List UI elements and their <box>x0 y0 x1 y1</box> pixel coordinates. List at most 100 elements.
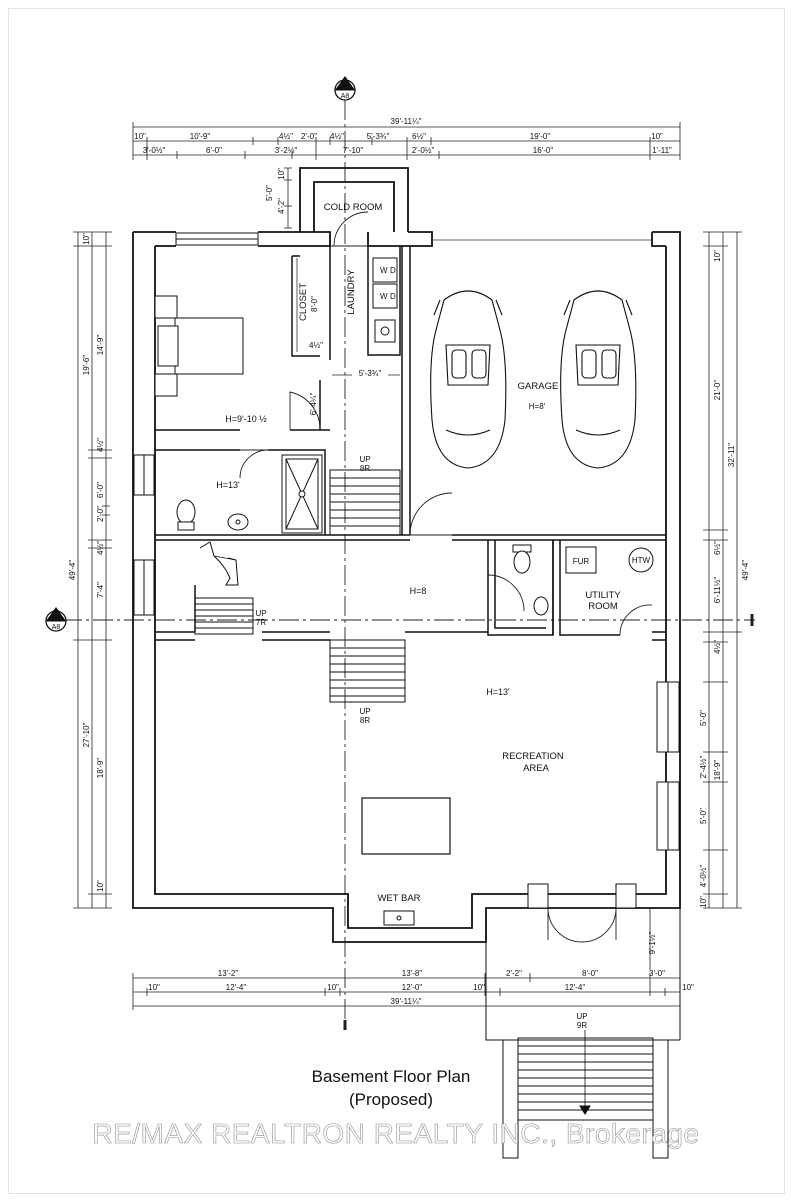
stairs-central <box>329 639 406 703</box>
mechanical-equipment <box>565 546 654 574</box>
label-stair-left-up: UP <box>255 609 266 618</box>
label-bedroom-height: H=9'-10 ½ <box>225 414 267 424</box>
dim-top-r2-7: 1'-11" <box>652 146 672 155</box>
dim-top-overall: 39'-11¼" <box>391 117 422 126</box>
garage-car-right <box>560 290 637 469</box>
dim-top-r2-5: 2'-0½" <box>412 146 435 155</box>
label-stair-left-risers: 7R <box>256 618 266 627</box>
label-recreation-2: AREA <box>523 763 550 774</box>
dim-right-outer-1: 10" <box>713 250 722 262</box>
dim-bot-r2-7: 10" <box>682 983 694 992</box>
dim-bot-r2-2: 12'-4" <box>226 983 247 992</box>
dimension-lines <box>73 122 742 1010</box>
dim-top-r1-8: 19'-0" <box>530 132 551 141</box>
label-laundry-d1: D <box>390 266 396 275</box>
dim-right-inner-8: 4'-0½" <box>699 865 708 888</box>
label-stair-upper-up: UP <box>359 455 370 464</box>
label-furnace: FUR <box>573 557 590 566</box>
label-hall-height: H=8 <box>410 586 427 596</box>
dim-left-inner-3: 6'-0" <box>96 482 105 498</box>
dim-bot-overall: 39'-11¼" <box>391 997 422 1006</box>
dim-hall-width: 5'-3¾" <box>359 369 382 378</box>
label-stair-exterior-up: UP <box>576 1012 587 1021</box>
dim-cold-room-b: 4'-2" <box>277 198 286 214</box>
bed <box>154 295 244 397</box>
dim-right-inner-6: 2'-4½" <box>699 756 708 779</box>
label-closet: CLOSET <box>298 283 309 321</box>
label-laundry: LAUNDRY <box>346 269 357 315</box>
dim-right-inner-4: 4½" <box>713 640 722 654</box>
rec-door-posts <box>527 883 637 909</box>
dim-left-inner-7: 18'-9" <box>96 758 105 779</box>
label-rec-height: H=13' <box>486 687 510 697</box>
label-utility-2: ROOM <box>588 601 618 612</box>
dim-left-outer-4: 27'-10" <box>82 722 91 747</box>
dim-top-r2-6: 16'-0" <box>533 146 554 155</box>
stairs-exterior <box>485 908 681 1159</box>
label-garage: GARAGE <box>518 381 559 392</box>
dim-bot-r2-3: 10" <box>327 983 339 992</box>
label-garage-height: H=8' <box>529 402 546 411</box>
label-laundry-w2: W <box>380 292 388 301</box>
garage-car-left <box>430 290 507 469</box>
plan-subtitle: (Proposed) <box>349 1090 433 1109</box>
dim-bot-r2-5: 10" <box>473 983 485 992</box>
dim-top-r2-3: 3'-2½" <box>275 146 298 155</box>
section-marker-top: 2 A8 <box>334 76 356 101</box>
dim-left-inner-2: 4½" <box>96 438 105 452</box>
dim-left-outer-1: 10" <box>82 233 91 245</box>
label-utility-1: UTILITY <box>585 590 621 601</box>
dim-top-r1-4: 2'-0" <box>301 132 317 141</box>
label-laundry-d2: D <box>390 292 396 301</box>
label-stair-exterior-risers: 9R <box>577 1021 587 1030</box>
wet-bar-sink <box>383 910 415 926</box>
dim-top-r1-3: 4½" <box>279 132 293 141</box>
dim-top-r2-2: 6'-0" <box>206 146 222 155</box>
powder-room-fixtures <box>512 544 549 616</box>
section-marker-top-sheet: A8 <box>341 93 350 100</box>
label-stair-central-risers: 8R <box>360 716 370 725</box>
label-hwt: HTW <box>632 556 651 565</box>
label-laundry-w1: W <box>380 266 388 275</box>
dim-right-inner-3: 6'-11½" <box>713 577 722 604</box>
dim-bot-r2-4: 12'-0" <box>402 983 423 992</box>
dim-top-r1-1: 10" <box>134 132 146 141</box>
dim-bot-r1-4: 8'-0" <box>582 969 598 978</box>
dim-right-inner-9: 10" <box>699 896 708 908</box>
brokerage-watermark: RE/MAX REALTRON REALTY INC., Brokerage <box>92 1118 699 1149</box>
interior-walls <box>155 246 666 641</box>
label-cold-room: COLD ROOM <box>324 202 383 213</box>
section-marker-left-num: 1 <box>54 612 59 621</box>
washer-dryer <box>372 257 398 343</box>
dim-top-r1-5: 4½" <box>330 132 344 141</box>
island <box>361 797 451 855</box>
dim-bot-r1-1: 13'-2" <box>218 969 239 978</box>
dim-top-r2-1: 3'-0½" <box>143 146 166 155</box>
section-marker-left-sheet: A8 <box>52 624 61 631</box>
dim-top-r1-7: 6½" <box>412 132 426 141</box>
dim-closet-depth: 4½" <box>309 341 323 350</box>
dim-left-inner-8: 10" <box>96 880 105 892</box>
dim-cold-room-a: 5'-0" <box>265 185 274 201</box>
label-stair-central-up: UP <box>359 707 370 716</box>
dim-bot-r1-2: 13'-8" <box>402 969 423 978</box>
right-dimension-texts: 10" 32'-11" 49'-4" 18'-9" 21'-0" 6½" 6'-… <box>699 250 750 908</box>
dim-left-inner-5: 4½" <box>96 541 105 555</box>
dim-top-r1-6: 5'-3¾" <box>367 132 390 141</box>
dim-porch: 9'-1½" <box>648 932 657 955</box>
doors <box>239 211 653 943</box>
plan-title: Basement Floor Plan <box>312 1067 471 1086</box>
dim-top-r2-4: 7'-10" <box>343 146 364 155</box>
dim-left-outer-2: 19'-6" <box>82 355 91 376</box>
dim-right-inner-1: 21'-0" <box>713 380 722 401</box>
dim-left-inner-6: 7'-4" <box>96 582 105 598</box>
dim-right-outer-4: 18'-9" <box>713 760 722 781</box>
label-bath-height: H=13' <box>216 480 240 490</box>
dim-right-inner-7: 5'-0" <box>699 808 708 824</box>
dim-left-inner-4: 2'-0" <box>96 506 105 522</box>
section-marker-left: 1 A8 <box>45 607 67 632</box>
dim-bot-r2-1: 10" <box>148 983 160 992</box>
section-marker-top-num: 2 <box>343 81 348 90</box>
left-dimension-texts: 10" 19'-6" 49'-4" 27'-10" 14'-9" 4½" 6'-… <box>68 233 105 892</box>
